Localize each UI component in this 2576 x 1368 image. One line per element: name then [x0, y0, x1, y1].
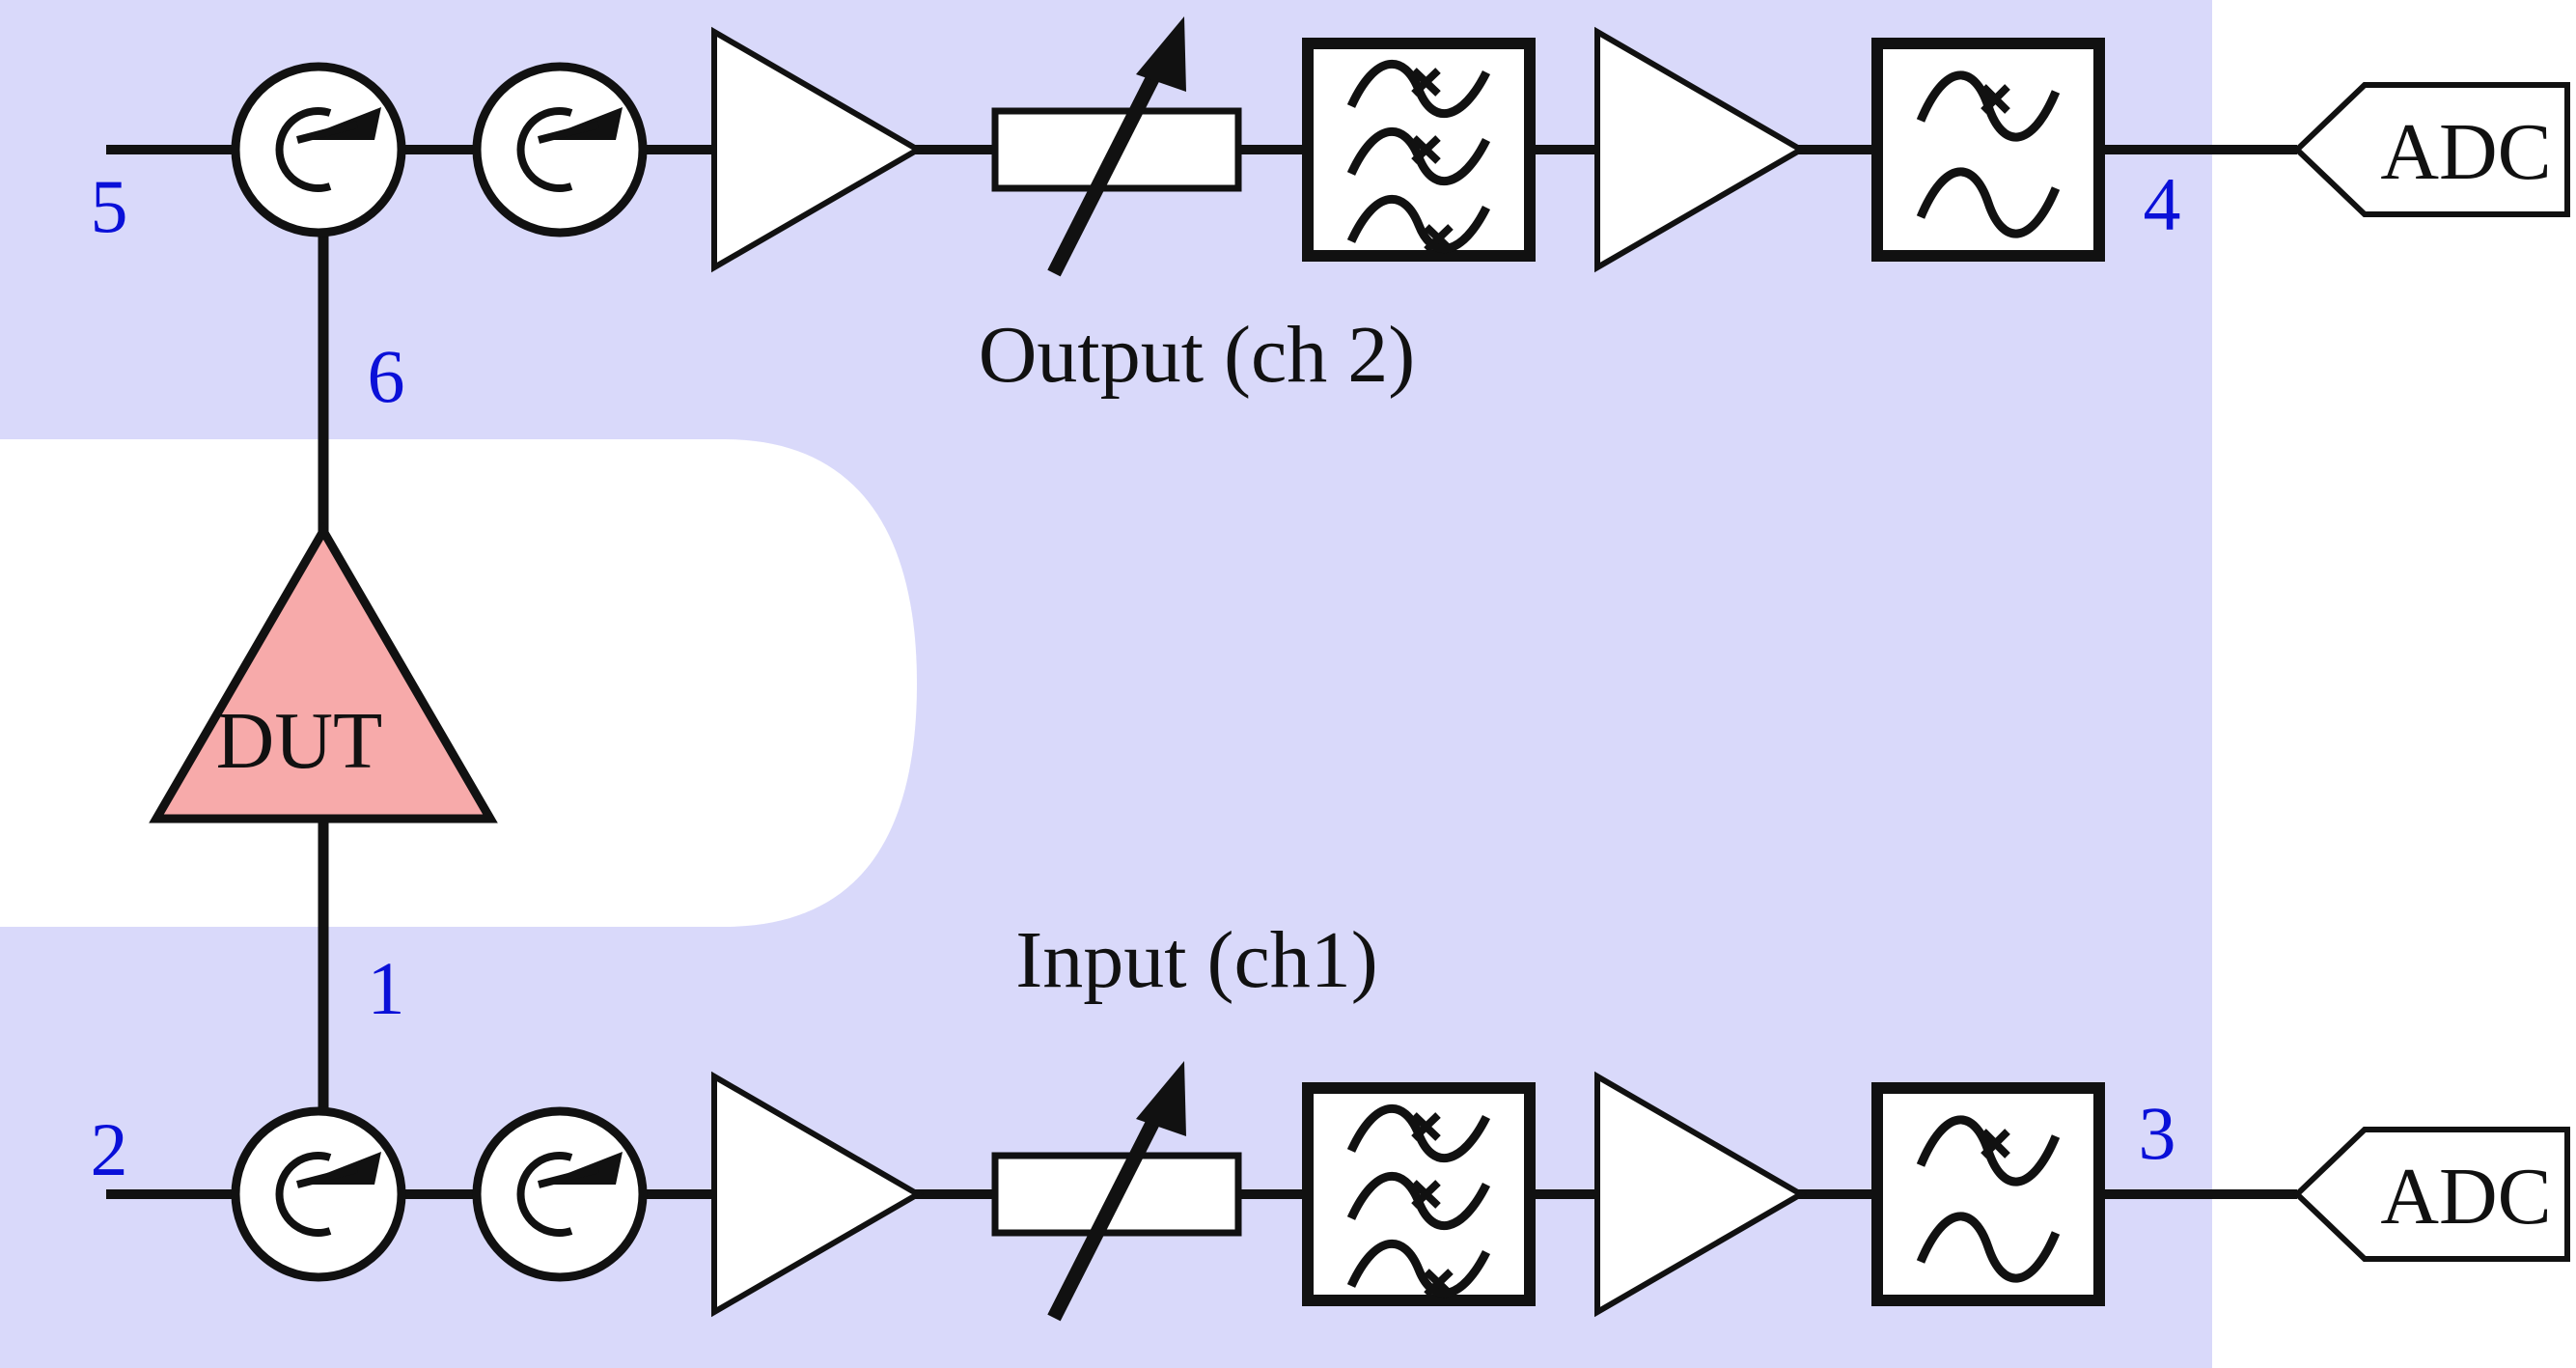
port-5-label: 5	[91, 164, 128, 248]
port-1-label: 1	[368, 946, 405, 1030]
port-6-label: 6	[368, 334, 405, 418]
input-filter-icon	[1877, 1088, 2099, 1300]
input-circulator-2-icon	[477, 1111, 643, 1277]
measurement-region	[0, 0, 2212, 1368]
dut-label: DUT	[216, 696, 383, 786]
output-filter-bank-icon	[1308, 43, 1530, 256]
port-2-label: 2	[91, 1107, 128, 1191]
port-3-label: 3	[2139, 1091, 2176, 1175]
output-circulator-2-icon	[477, 67, 643, 233]
output-circulator-1-icon	[235, 67, 402, 233]
input-chain-label: Input (ch1)	[1015, 915, 1378, 1005]
port-labels: 5 6 4 1 2 3	[91, 162, 2181, 1191]
port-4-label: 4	[2144, 162, 2181, 246]
output-chain: ADC Output (ch 2)	[106, 16, 2570, 536]
input-adc: ADC	[2292, 1127, 2570, 1262]
input-circulator-1-icon	[235, 1111, 402, 1277]
input-chain: ADC Input (ch1)	[106, 816, 2570, 1318]
output-adc-label: ADC	[2380, 107, 2551, 197]
input-adc-label: ADC	[2380, 1152, 2551, 1242]
input-filter-bank-icon	[1308, 1088, 1530, 1300]
output-filter-icon	[1877, 43, 2099, 256]
output-adc: ADC	[2292, 82, 2570, 217]
dut: DUT	[149, 522, 498, 824]
output-chain-label: Output (ch 2)	[979, 310, 1416, 400]
